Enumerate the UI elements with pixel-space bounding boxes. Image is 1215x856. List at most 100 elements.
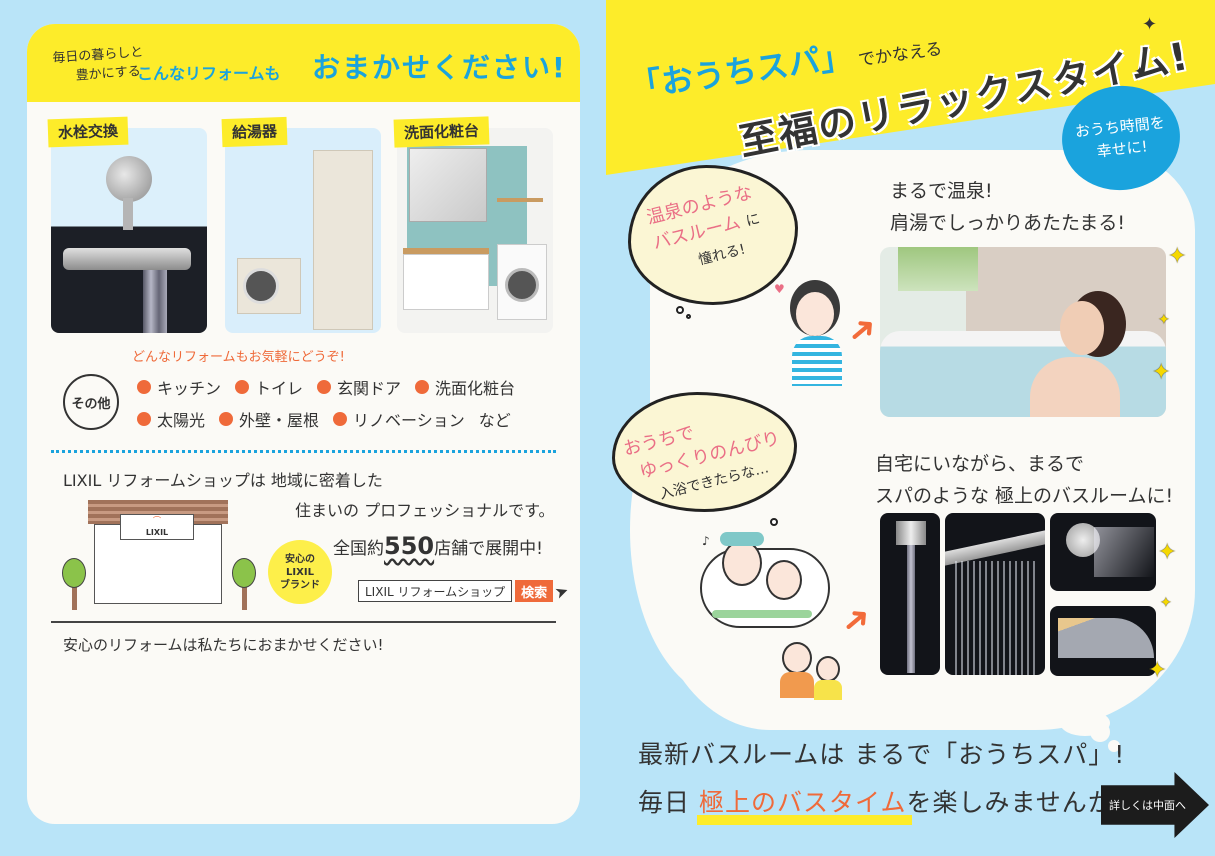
kid-shirt xyxy=(814,680,842,700)
bottom-headline-1: 最新バスルームは まるで「おうちスパ」! xyxy=(638,740,1126,769)
header-tagline: 毎日の暮らしと 豊かにする xyxy=(52,43,145,87)
child-face-illustration xyxy=(766,560,802,600)
shop-sign: ⌒ LIXIL xyxy=(120,514,194,540)
list-item: 外壁・屋根 xyxy=(219,407,319,431)
closing-message: 安心のリフォームは私たちにおまかせください! xyxy=(63,636,384,654)
caption-spa: 自宅にいながら、まるで スパのような 極上のバスルームに! xyxy=(875,448,1173,512)
sparkle-icon: ✦ xyxy=(1142,14,1158,35)
water-heater-photo xyxy=(225,128,381,333)
bathing-woman xyxy=(1060,301,1104,355)
fan-icon xyxy=(243,268,279,304)
store-count: 全国約550店舗で展開中! xyxy=(333,532,543,560)
list-item: トイレ xyxy=(235,375,303,399)
brand-badge-line3: ブランド xyxy=(280,579,320,591)
counter xyxy=(403,248,489,254)
item-label: 玄関ドア xyxy=(337,379,402,398)
sparkle-icon: ✦ xyxy=(1168,244,1187,269)
stream xyxy=(907,545,915,673)
bath-photo xyxy=(880,247,1166,417)
search-box[interactable]: LIXIL リフォームショップ 検索 ➤ xyxy=(358,579,572,603)
father-illustration xyxy=(782,642,812,674)
vanity-photo xyxy=(397,128,553,333)
store-prefix: 全国約 xyxy=(333,539,384,559)
store-suffix: 店舗で展開中! xyxy=(434,539,543,559)
item-label: トイレ xyxy=(255,379,304,398)
handheld-shower-photo xyxy=(1050,513,1156,591)
father-shirt xyxy=(780,672,814,698)
shower-handle xyxy=(123,198,133,230)
woman-face-illustration xyxy=(796,292,834,336)
bottom-prefix: 毎日 xyxy=(638,788,691,817)
lixil-line1: LIXIL リフォームショップは 地域に密着した xyxy=(63,471,383,490)
search-button[interactable]: 検索 xyxy=(515,580,554,602)
thought-bubble-2 xyxy=(612,392,797,512)
product-label: 水栓交換 xyxy=(47,116,129,148)
dotted-divider xyxy=(51,450,556,453)
header-subtitle: こんなリフォームも xyxy=(137,64,281,83)
brand-badge-line1: 安心の xyxy=(285,553,315,565)
bath-window xyxy=(898,247,978,291)
faucet-bar xyxy=(63,248,191,270)
heater-tank xyxy=(313,150,373,330)
washer-drum-icon xyxy=(505,268,539,302)
cursor-arrow-icon: ➤ xyxy=(552,579,572,603)
store-count-number: 550 xyxy=(384,532,435,560)
water-stream xyxy=(143,270,167,333)
product-label: 給湯器 xyxy=(221,116,288,148)
woman-shirt xyxy=(792,336,842,386)
item-label: 外壁・屋根 xyxy=(239,411,320,430)
heart-icon: ♥ xyxy=(774,282,785,296)
others-row-2: 太陽光 外壁・屋根 リノベーション など xyxy=(137,403,567,435)
sparkle-icon: ✦ xyxy=(1134,64,1146,80)
list-item: キッチン xyxy=(137,375,221,399)
shop-sign-brand: LIXIL xyxy=(145,528,169,537)
tap xyxy=(896,521,926,545)
sparkle-icon: ✦ xyxy=(1148,658,1167,683)
faucet-stream-photo xyxy=(880,513,940,675)
cta-label: 詳しくは中面へ xyxy=(1109,799,1186,812)
product-card-vanity[interactable]: 洗面化粧台 xyxy=(393,116,553,333)
caption-hot-spring: まるで温泉! 肩湯でしっかりあたたまる! xyxy=(890,175,1125,239)
left-header-banner: 毎日の暮らしと 豊かにする こんなリフォームも おまかせください! xyxy=(27,24,580,102)
sparkle-icon: ✦ xyxy=(1160,595,1172,611)
sparkle-icon: ✦ xyxy=(1152,360,1171,385)
see-inside-arrow-button[interactable]: 詳しくは中面へ xyxy=(1101,772,1209,838)
sparkle-icon: ✦ xyxy=(1158,540,1177,565)
music-note-icon: ♪ xyxy=(702,534,710,548)
others-suffix: など xyxy=(478,411,511,430)
cloud-puff xyxy=(1108,740,1120,752)
tagline-line2: 豊かにする xyxy=(75,64,142,84)
caption1-line2: 肩湯でしっかりあたたまる! xyxy=(890,212,1126,234)
cloud-puff xyxy=(1060,710,1110,736)
thought-dot xyxy=(770,518,778,526)
brand-badge-line2: LIXIL xyxy=(286,566,314,578)
mirror-cabinet xyxy=(409,148,487,222)
others-badge: その他 xyxy=(63,374,119,430)
bullet-dot-icon xyxy=(317,380,332,394)
caption1-line1: まるで温泉! xyxy=(890,180,993,202)
tree-trunk xyxy=(242,584,247,610)
bullet-dot-icon xyxy=(333,412,348,426)
spray xyxy=(1094,527,1154,577)
product-card-water-heater[interactable]: 給湯器 xyxy=(221,116,381,333)
item-label: リノベーション xyxy=(353,411,465,430)
search-input[interactable]: LIXIL リフォームショップ xyxy=(358,580,513,602)
bullet-dot-icon xyxy=(415,380,430,394)
thought-dot xyxy=(686,314,691,319)
product-card-faucet[interactable]: 水栓交換 xyxy=(47,116,207,333)
rain xyxy=(955,561,1035,675)
bath-water xyxy=(712,610,812,618)
item-label: キッチン xyxy=(157,379,222,398)
lixil-logo-icon: ⌒ xyxy=(153,516,161,525)
shower-head-icon xyxy=(106,156,152,202)
item-label: 太陽光 xyxy=(157,411,206,430)
kid-illustration xyxy=(816,656,840,682)
list-item: 洗面化粧台 xyxy=(415,375,515,399)
parent-face-illustration xyxy=(722,540,762,586)
list-item: リノベーション xyxy=(333,407,465,431)
caption2-line2: スパのような 極上のバスルームに! xyxy=(875,485,1174,507)
brand-badge: 安心の LIXIL ブランド xyxy=(268,540,332,604)
tree-trunk xyxy=(72,584,77,610)
product-row: 水栓交換 給湯器 洗面化粧台 xyxy=(47,116,553,333)
bullet-dot-icon xyxy=(137,412,151,426)
